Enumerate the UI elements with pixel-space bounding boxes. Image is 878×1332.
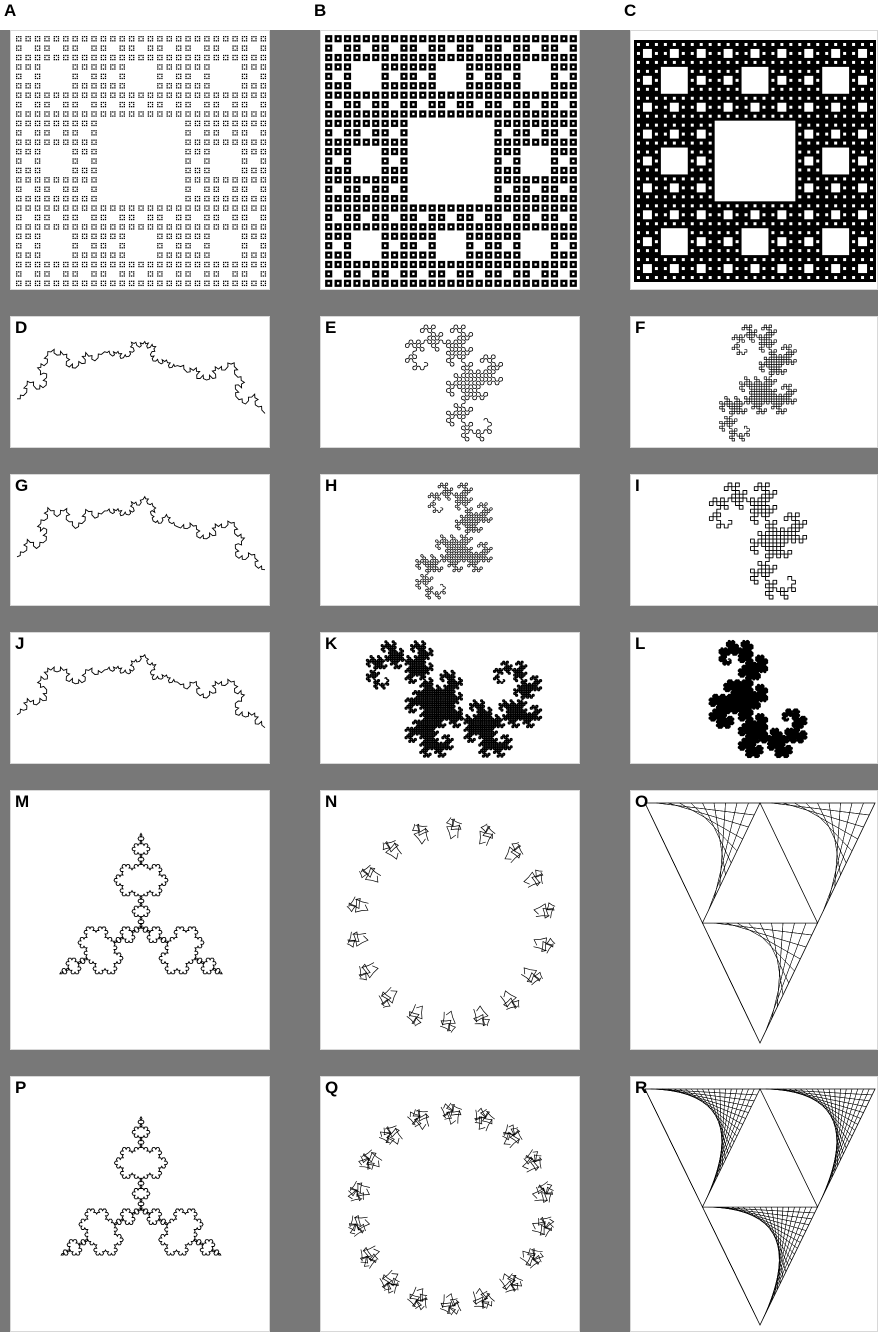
carpet-sparse-figure [11, 31, 270, 290]
panel-a-cell: A [0, 0, 270, 290]
panel-h: H [320, 474, 580, 606]
panel-k: K [320, 632, 580, 764]
carpet-dense-figure [631, 31, 878, 290]
panel-label-f: F [635, 319, 645, 336]
panel-b-cell: B [310, 0, 580, 290]
panel-label-d: D [15, 319, 27, 336]
panel-b [320, 30, 580, 290]
panel-j: J [10, 632, 270, 764]
panel-label-k: K [325, 635, 337, 652]
panel-p: P [10, 1076, 270, 1332]
dragon-square-1-figure [631, 317, 878, 448]
panel-r: R [630, 1076, 878, 1332]
panel-l: L [630, 632, 878, 764]
gosper-ring [347, 817, 555, 1032]
panel-label-m: M [15, 793, 29, 810]
panel-i: I [630, 474, 878, 606]
panel-label-c: C [624, 2, 636, 19]
carpet-cells [634, 40, 876, 282]
dragon-curly-3-figure [321, 633, 580, 764]
panel-q: Q [320, 1076, 580, 1332]
panel-d: D [10, 316, 270, 448]
gosper-snowflake-2-figure [321, 1077, 580, 1332]
sierpinski-triangle-2-figure [631, 1077, 878, 1332]
panel-c [630, 30, 878, 290]
gosper-snowflake-1-figure [321, 791, 580, 1050]
dragon-smooth-1-figure [11, 317, 270, 448]
koch-snowflake-1-figure [11, 791, 270, 1050]
panel-f: F [630, 316, 878, 448]
dragon-curly-1-figure [321, 317, 580, 448]
panel-a [10, 30, 270, 290]
panel-label-l: L [635, 635, 645, 652]
panel-n: N [320, 790, 580, 1050]
triangle-mesh [645, 803, 875, 1043]
panel-label-r: R [635, 1079, 647, 1096]
panel-label-p: P [15, 1079, 26, 1096]
dragon-filled-3-figure [631, 633, 878, 764]
panel-label-e: E [325, 319, 336, 336]
panel-label-g: G [15, 477, 28, 494]
panel-e: E [320, 316, 580, 448]
panel-label-h: H [325, 477, 337, 494]
panel-o: O [630, 790, 878, 1050]
panel-label-a: A [4, 2, 16, 19]
carpet-medium-figure [321, 31, 580, 290]
panel-c-cell: C [620, 0, 878, 290]
panel-m: M [10, 790, 270, 1050]
panel-label-j: J [15, 635, 24, 652]
carpet-cells [16, 36, 266, 286]
panel-label-q: Q [325, 1079, 338, 1096]
sierpinski-triangle-1-figure [631, 791, 878, 1050]
dragon-square-2-figure [631, 475, 878, 606]
panel-label-o: O [635, 793, 648, 810]
panel-g: G [10, 474, 270, 606]
carpet-cells [325, 35, 577, 287]
dragon-smooth-2-figure [11, 475, 270, 606]
dragon-curly-2-figure [321, 475, 580, 606]
panel-label-b: B [314, 2, 326, 19]
panel-label-i: I [635, 477, 640, 494]
gosper-ring [348, 1103, 553, 1315]
panel-label-n: N [325, 793, 337, 810]
triangle-mesh [645, 1089, 875, 1325]
koch-snowflake-2-figure [11, 1077, 270, 1332]
dragon-smooth-3-figure [11, 633, 270, 764]
